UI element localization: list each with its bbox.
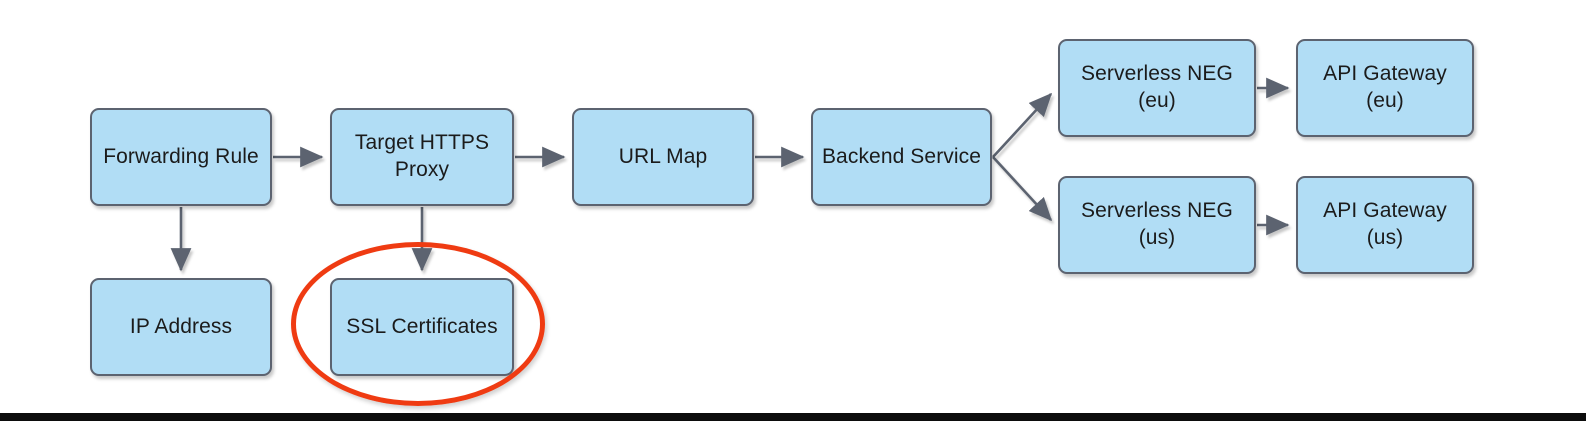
node-label-serverless-neg-eu: Serverless NEG (eu) <box>1081 62 1233 112</box>
node-serverless-neg-eu[interactable]: Serverless NEG (eu) <box>1058 39 1256 137</box>
node-serverless-neg-us[interactable]: Serverless NEG (us) <box>1058 176 1256 274</box>
node-label-ssl-certificates: SSL Certificates <box>346 314 498 338</box>
bottom-divider <box>0 413 1586 421</box>
node-label-ip-address: IP Address <box>129 314 233 338</box>
node-ssl-certificates[interactable]: SSL Certificates <box>330 278 514 376</box>
node-label-backend-service: Backend Service <box>821 144 982 168</box>
node-forwarding-rule[interactable]: Forwarding Rule <box>90 108 272 206</box>
node-backend-service[interactable]: Backend Service <box>811 108 992 206</box>
node-label-forwarding-rule: Forwarding Rule <box>103 144 259 168</box>
edge-backend-to-neg-us <box>992 156 1053 222</box>
node-api-gateway-us[interactable]: API Gateway (us) <box>1296 176 1474 274</box>
node-api-gateway-eu[interactable]: API Gateway (eu) <box>1296 39 1474 137</box>
node-label-api-gateway-us: API Gateway (us) <box>1323 199 1447 249</box>
node-label-serverless-neg-us: Serverless NEG (us) <box>1081 199 1233 249</box>
node-url-map[interactable]: URL Map <box>572 108 754 206</box>
node-label-api-gateway-eu: API Gateway (eu) <box>1323 62 1447 112</box>
node-label-url-map: URL Map <box>618 144 708 168</box>
node-label-target-https-proxy: Target HTTPS Proxy <box>354 131 490 181</box>
node-ip-address[interactable]: IP Address <box>90 278 272 376</box>
edge-backend-to-neg-eu <box>992 92 1053 158</box>
node-target-https-proxy[interactable]: Target HTTPS Proxy <box>330 108 514 206</box>
